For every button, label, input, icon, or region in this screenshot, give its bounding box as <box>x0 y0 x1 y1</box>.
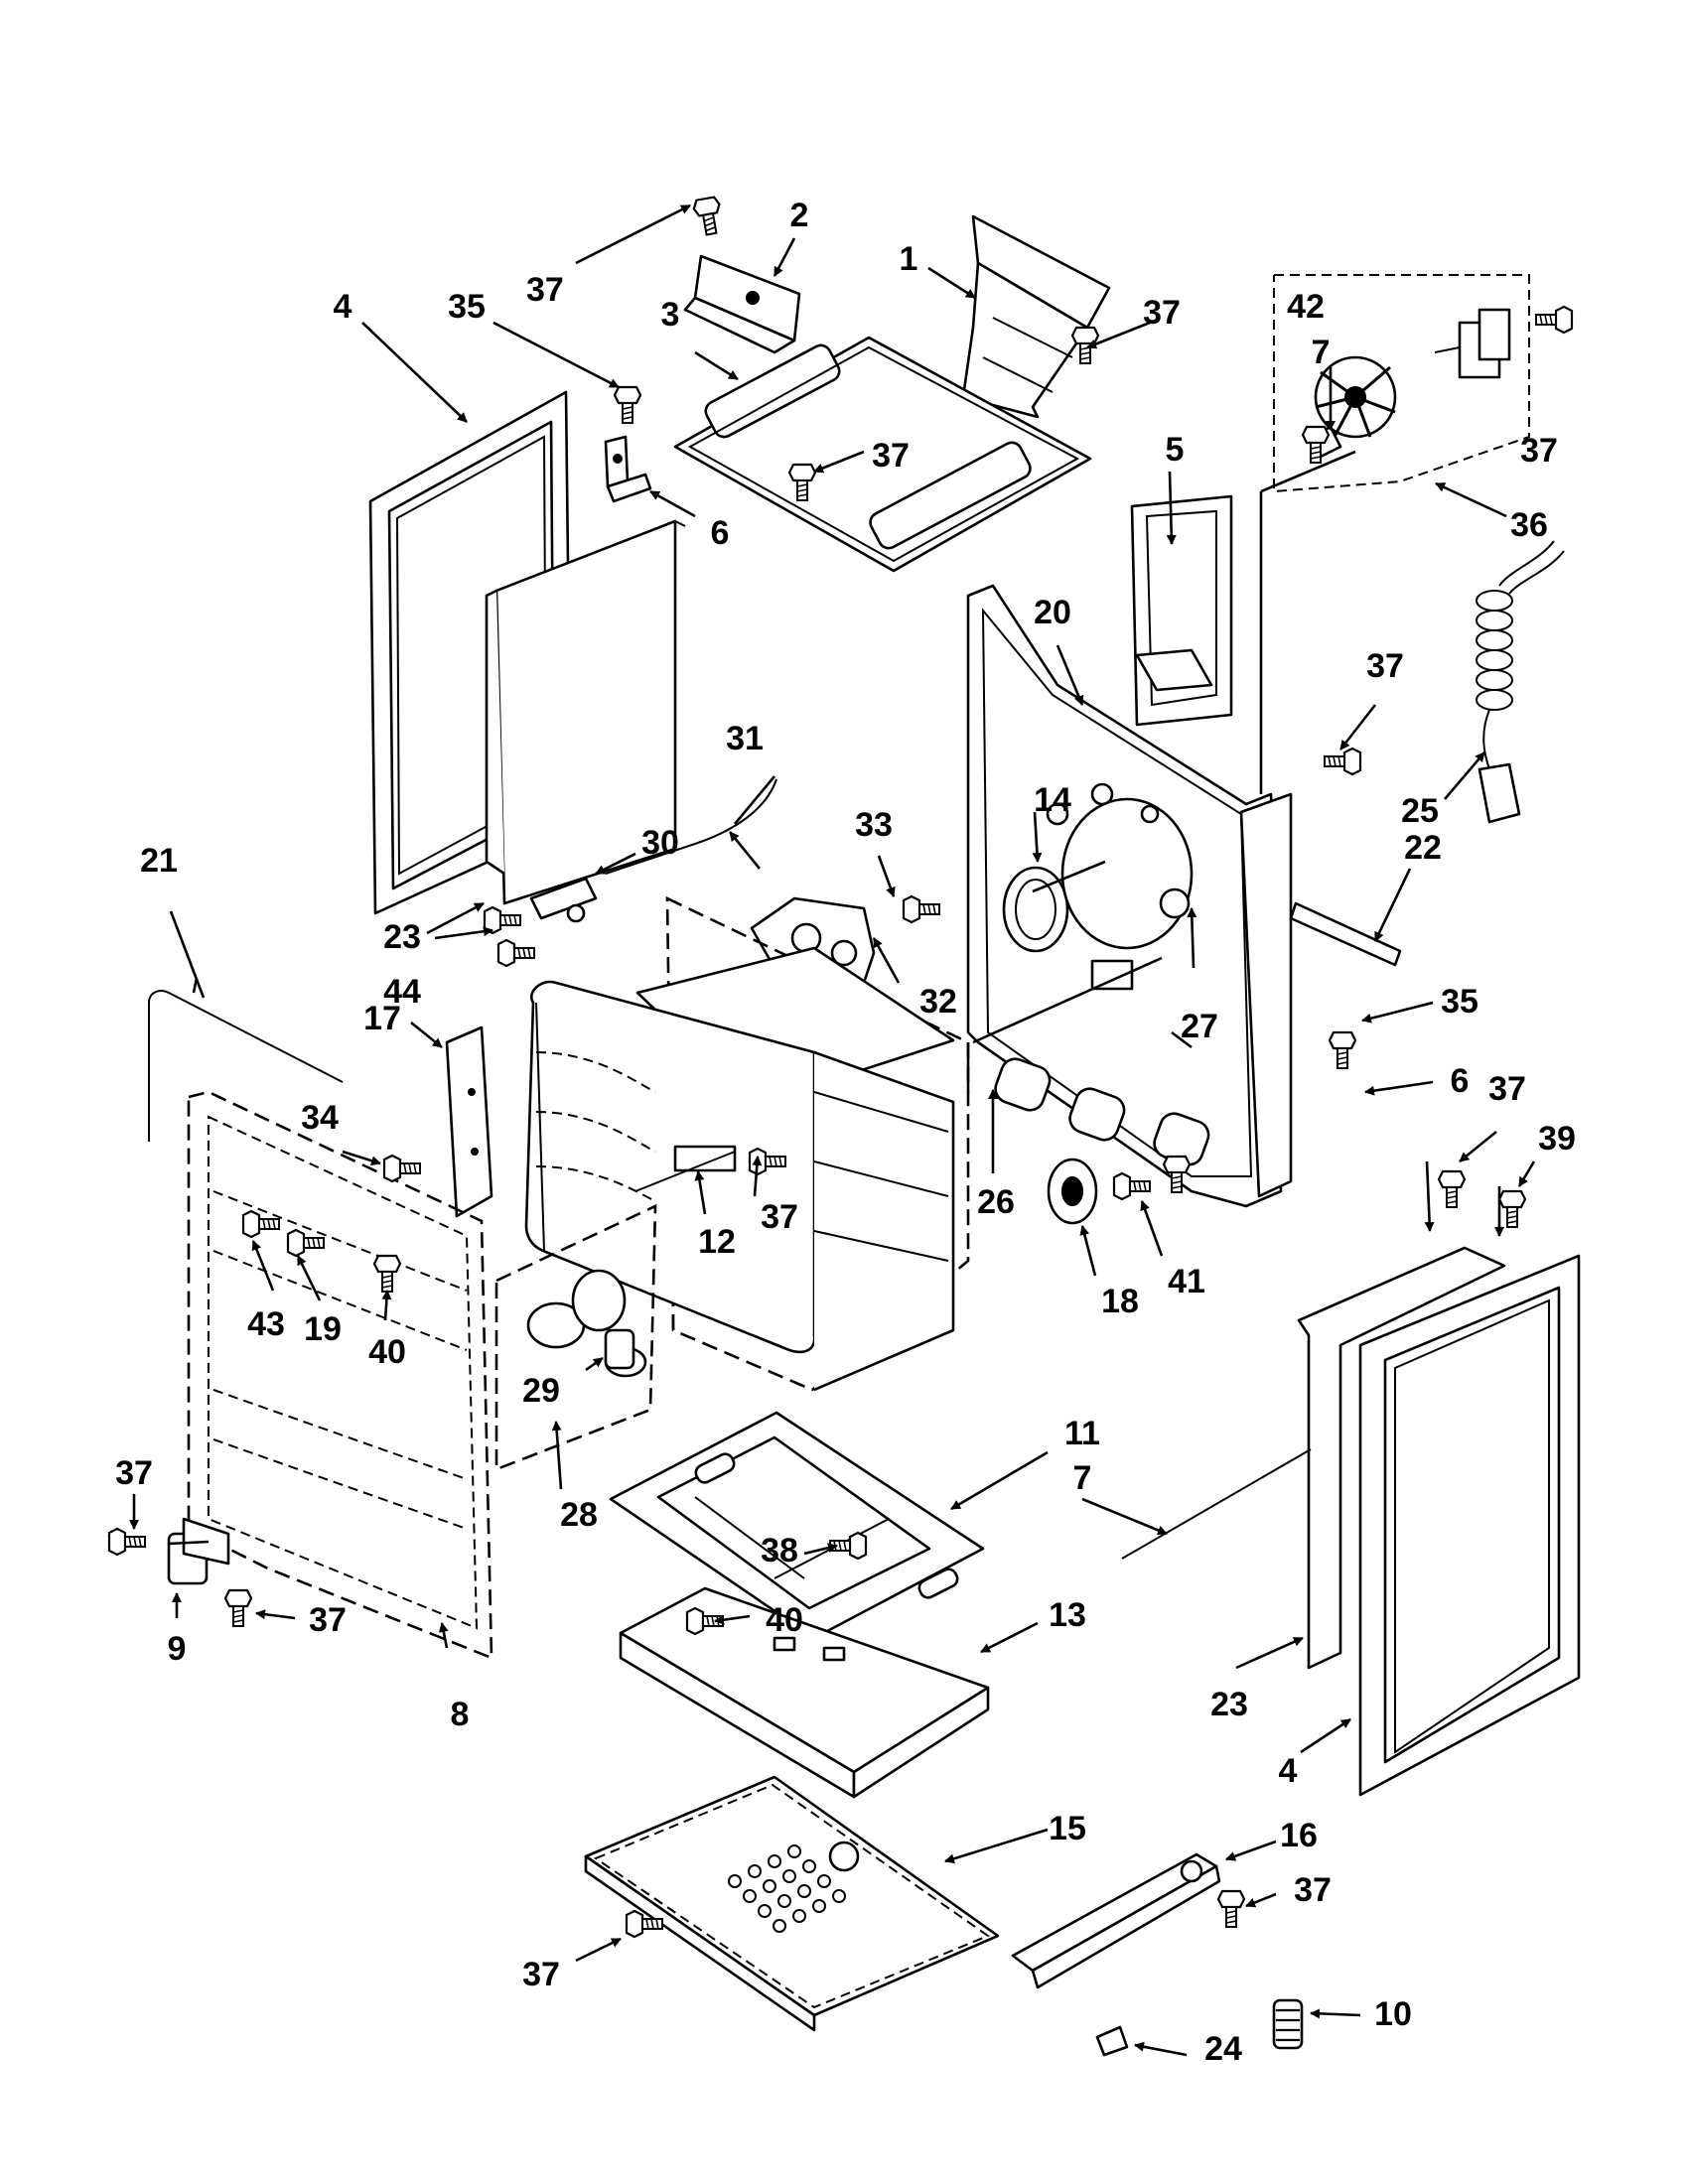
part-36-convection-fan-assembly <box>1273 274 1530 493</box>
part-23-insulation-left <box>485 519 686 905</box>
part-31-wire <box>605 778 777 875</box>
part-23-insulation-right <box>1297 1246 1506 1670</box>
callout-21: 21 <box>140 842 178 880</box>
part-16-leveling-rail <box>1011 1852 1221 1989</box>
callout-28: 28 <box>560 1496 598 1534</box>
callout-7: 7 <box>1312 334 1331 371</box>
callout-8: 8 <box>451 1696 470 1733</box>
callout-11: 11 <box>1064 1415 1100 1452</box>
leader-lines <box>129 204 1536 2057</box>
part-18-knob <box>1047 1158 1098 1225</box>
callout-36: 36 <box>1510 506 1548 544</box>
callout-37: 37 <box>115 1454 153 1492</box>
part-24-clip <box>1095 2025 1129 2057</box>
callout-16: 16 <box>1280 1817 1318 1854</box>
part-8-oven-door <box>187 1090 493 1660</box>
callout-labels: 37 2 1 37 3 37 4 35 6 5 42 7 37 36 20 37… <box>115 197 1576 2068</box>
callout-37: 37 <box>761 1198 798 1236</box>
callout-20: 20 <box>1034 594 1071 631</box>
callout-23: 23 <box>383 918 421 956</box>
callout-35: 35 <box>448 288 486 326</box>
callout-13: 13 <box>1049 1596 1086 1634</box>
callout-3: 3 <box>661 296 680 334</box>
callout-24: 24 <box>1204 2030 1242 2068</box>
callout-14: 14 <box>1034 781 1071 819</box>
part-21-gasket <box>148 990 344 1142</box>
part-25-power-cord <box>1476 540 1565 824</box>
callout-37: 37 <box>1366 647 1404 685</box>
callout-43: 43 <box>247 1305 285 1343</box>
callout-27: 27 <box>1181 1008 1218 1045</box>
callout-40: 40 <box>766 1601 803 1639</box>
part-4-side-panel-right <box>1358 1254 1581 1797</box>
part-26-oven-cavity <box>524 895 970 1392</box>
callout-7: 7 <box>1073 1459 1092 1497</box>
callout-5: 5 <box>1166 431 1185 469</box>
callout-44: 44 <box>383 973 421 1011</box>
callout-12: 12 <box>698 1223 736 1261</box>
callout-4: 4 <box>1279 1752 1298 1790</box>
callout-22: 22 <box>1404 829 1442 867</box>
callout-37: 37 <box>1143 294 1181 332</box>
callout-26: 26 <box>977 1183 1015 1221</box>
callout-37: 37 <box>522 1956 560 1993</box>
callout-32: 32 <box>919 983 957 1021</box>
callout-25: 25 <box>1401 792 1439 830</box>
callout-17: 17 <box>363 1000 401 1037</box>
part-1-vent-duct <box>961 214 1111 419</box>
callout-37: 37 <box>1294 1871 1332 1909</box>
part-10-leveling-leg <box>1272 1998 1304 2050</box>
callout-1: 1 <box>900 240 918 278</box>
part-13-storage-drawer <box>619 1586 990 1799</box>
callout-30: 30 <box>641 824 679 862</box>
callout-4: 4 <box>334 288 352 326</box>
callout-18: 18 <box>1101 1283 1139 1320</box>
part-22-rail <box>1289 901 1402 967</box>
callout-33: 33 <box>855 806 893 844</box>
callout-37: 37 <box>309 1601 347 1639</box>
part-12-sensor <box>634 1151 736 1192</box>
callout-37: 37 <box>1520 432 1558 470</box>
part-3-top-panel <box>673 336 1092 573</box>
part-7-rod <box>1121 1448 1312 1560</box>
callout-19: 19 <box>304 1310 342 1348</box>
callout-15: 15 <box>1049 1810 1086 1847</box>
callout-39: 39 <box>1538 1120 1576 1158</box>
callout-38: 38 <box>761 1532 798 1570</box>
callout-6: 6 <box>1451 1062 1470 1100</box>
part-28-knob-group <box>494 1203 657 1471</box>
part-11-broiler-pan <box>609 1411 985 1640</box>
part-17-plate <box>445 1025 493 1218</box>
part-9-valve <box>167 1517 230 1585</box>
callout-40: 40 <box>368 1333 406 1371</box>
callout-2: 2 <box>790 197 809 234</box>
callout-9: 9 <box>168 1630 187 1668</box>
callout-34: 34 <box>301 1099 339 1137</box>
callout-6: 6 <box>711 514 730 552</box>
part-2-bracket <box>683 254 801 354</box>
callout-41: 41 <box>1168 1263 1205 1300</box>
callout-37: 37 <box>1488 1070 1526 1108</box>
callout-23: 23 <box>1210 1686 1248 1723</box>
part-20-rear-panel <box>966 584 1293 1208</box>
callout-37: 37 <box>526 271 564 309</box>
callout-42: 42 <box>1287 288 1325 326</box>
callout-31: 31 <box>726 720 764 757</box>
part-15-bottom-panel <box>584 1775 1000 2032</box>
callout-29: 29 <box>522 1372 560 1410</box>
part-30-bracket <box>529 877 598 923</box>
callout-35: 35 <box>1441 983 1478 1021</box>
callout-10: 10 <box>1374 1995 1412 2033</box>
part-5-vent-box <box>1130 494 1233 727</box>
callout-37: 37 <box>872 437 910 475</box>
part-6-bracket-top <box>604 435 652 503</box>
